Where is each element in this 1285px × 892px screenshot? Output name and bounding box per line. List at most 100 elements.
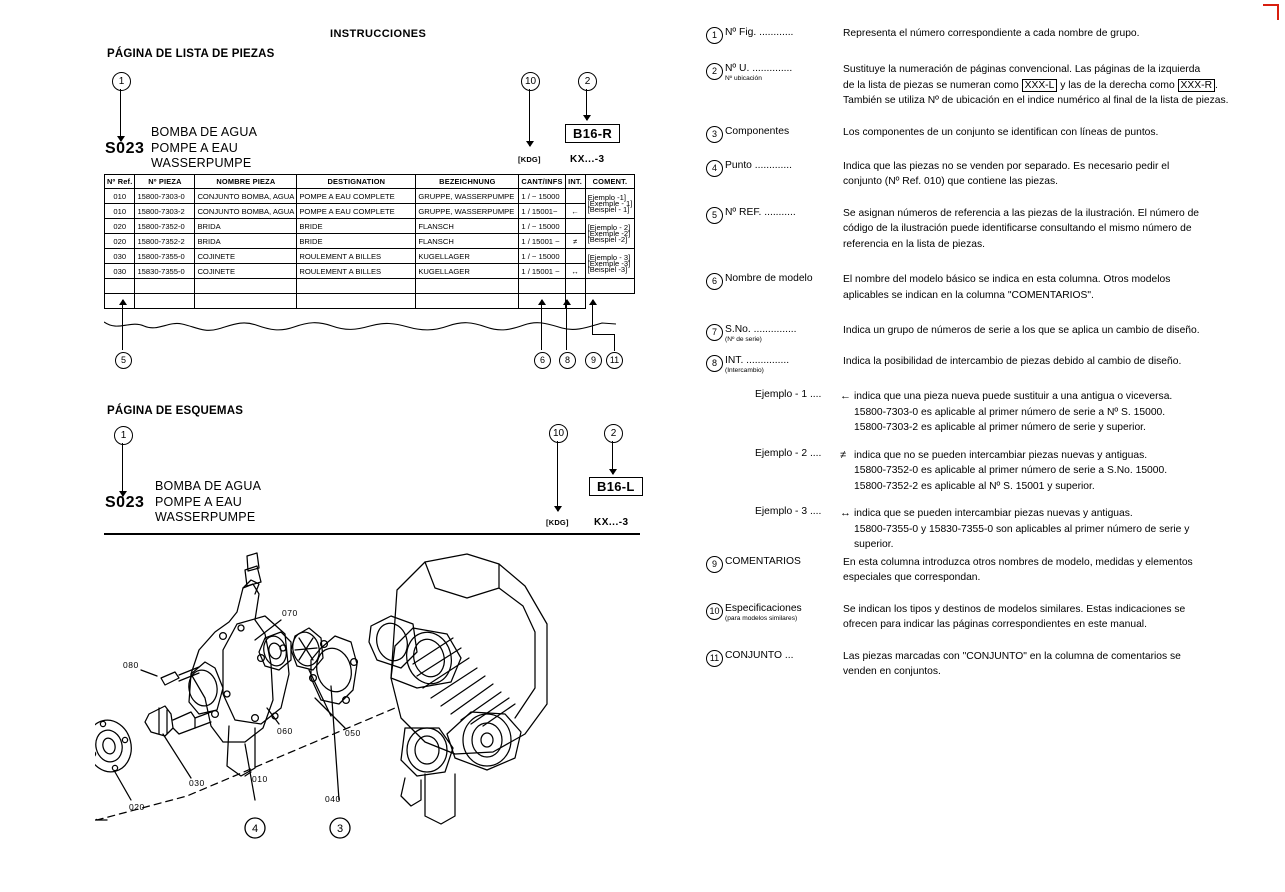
legend-line: venden en conjuntos. [843, 666, 941, 677]
callout-ref-no-leader [118, 299, 128, 350]
legend-line: El nombre del modelo básico se indica en… [843, 274, 1171, 285]
legend-example-line: ≠indica que no se pueden intercambiar pi… [840, 448, 1266, 464]
legend-term-sub: (para modelos similares) [725, 614, 798, 622]
legend-line: Los componentes de un conjunto se identi… [843, 126, 1159, 138]
diagram-marker-components: 3 [337, 823, 343, 835]
diagram-label-080: 080 [123, 660, 139, 670]
coment-line: [Exemple -3] [587, 258, 631, 268]
group-name-de: WASSERPUMPE [151, 156, 252, 170]
cell-ref: 030 [103, 263, 136, 279]
callout-model-name-leader [537, 299, 547, 350]
legend-term-sub: (Nº de serie) [725, 336, 762, 343]
legend-line: También se utiliza Nº de ubicación en el… [843, 95, 1229, 106]
cell-coment: [Ejemplo - 3][Exemple -3][Beispiel -3] [584, 248, 636, 279]
group-names: BOMBA DE AGUA POMPE A EAU WASSERPUMPE [151, 125, 257, 172]
cell-part-no: 15800-7352-2 [134, 233, 196, 249]
cell-name-fr [296, 293, 417, 309]
legend-line: En esta columna introduzca otros nombres… [843, 556, 1193, 568]
legend-example-term: Ejemplo - 3 .... [755, 506, 822, 517]
cell-int [564, 278, 586, 294]
legend-example-spacer [706, 389, 722, 436]
legend-number-badge: 3 [706, 125, 723, 143]
legend-description: Indica que las piezas no se venden por s… [843, 159, 1266, 190]
legend-number-badge: 5 [706, 206, 723, 224]
cell-name-es [194, 293, 298, 309]
diagram-spec-label: [KDG] [546, 518, 569, 527]
cell-ref [103, 278, 136, 294]
callout-comments-elbow [592, 334, 615, 336]
diagram-label-020: 020 [129, 802, 145, 812]
legend-example-description: ←indica que una pieza nueva puede sustit… [840, 389, 1266, 436]
cell-name-es: COJINETE [194, 263, 298, 279]
cell-int: ≠ [564, 233, 586, 249]
legend-number-cell: 7 [706, 323, 723, 344]
cell-name-de: FLANSCH [415, 233, 520, 249]
legend-description: Las piezas marcadas con "CONJUNTO" en la… [843, 649, 1266, 680]
cell-part-no [134, 278, 196, 294]
diagram-label-030: 030 [189, 778, 205, 788]
diagram-label-010: 010 [252, 774, 268, 784]
coment-line: [Exemple -2] [587, 228, 631, 238]
legend-description: Indica un grupo de números de serie a lo… [843, 323, 1266, 344]
group-name-es: BOMBA DE AGUA [151, 125, 258, 139]
legend-line: Indica que las piezas no se venden por s… [843, 160, 1170, 172]
legend-line: ofrecen para indicar las páginas corresp… [843, 619, 1147, 630]
legend-example-line: 15800-7355-0 y 15830-7355-0 son aplicabl… [854, 523, 1190, 535]
legend-example-description: ≠indica que no se pueden intercambiar pi… [840, 448, 1266, 495]
legend-example-line: ↔indica que se pueden intercambiar pieza… [840, 506, 1266, 522]
callout-fig-no-leader [116, 89, 126, 142]
legend-number-cell: 6 [706, 272, 723, 303]
legend-term-sub: Nº ubicación [725, 75, 762, 82]
legend-line: Indica un grupo de números de serie a lo… [843, 325, 1200, 336]
parts-table-header-2: NOMBRE PIEZA [194, 174, 298, 189]
cell-part-no: 15800-7303-2 [134, 203, 196, 219]
cell-name-es: BRIDA [194, 218, 298, 234]
legend-example-line: 15800-7352-0 es aplicable al primer núme… [854, 465, 1168, 476]
legend-description: El nombre del modelo básico se indica en… [843, 272, 1266, 303]
diagram-model-code: KX...-3 [594, 517, 629, 528]
diagram-section-heading: PÁGINA DE ESQUEMAS [107, 405, 244, 417]
diagram-label-050: 050 [345, 728, 361, 738]
legend-description: Se indican los tipos y destinos de model… [843, 602, 1266, 633]
cell-int: ↔ [564, 263, 586, 279]
location-box: B16-R [565, 124, 621, 143]
page-title: INSTRUCCIONES [330, 28, 427, 40]
legend-number-cell: 3 [706, 125, 723, 143]
parts-table-header-1: Nº PIEZA [134, 174, 196, 189]
legend-example-line: 15800-7303-0 es aplicable al primer núme… [854, 406, 1166, 418]
legend-example-spacer [706, 448, 722, 495]
cell-int [564, 248, 586, 264]
cell-ref: 020 [103, 218, 136, 234]
diagram-marker-point-circle [244, 817, 266, 839]
parts-table-header-5: CANT/INFS [518, 174, 566, 189]
parts-table-header-7: COMENT. [584, 174, 636, 189]
legend-term: COMENTARIOS [725, 555, 801, 567]
cell-qty: 1 / ~ 15000 [518, 188, 566, 204]
callout-spec: 10 [521, 72, 540, 91]
cell-name-fr [296, 278, 417, 294]
legend-term: CONJUNTO ... [725, 649, 794, 661]
cell-name-de: FLANSCH [415, 218, 520, 234]
legend-description: Indica la posibilidad de intercambio de … [843, 354, 1266, 375]
diagram-label-060: 060 [277, 726, 293, 736]
legend-example-spacer [706, 506, 722, 553]
diagram-marker-point: 4 [252, 823, 258, 835]
callout-location: 2 [578, 72, 597, 91]
cell-int: ← [564, 203, 586, 219]
cell-qty: 1 / ~ 15000 [518, 248, 566, 264]
model-code: KX...-3 [570, 154, 605, 165]
legend-number-badge: 4 [706, 159, 723, 177]
legend-line: Indica la posibilidad de intercambio de … [843, 356, 1182, 367]
diagram-divider-rule [104, 533, 640, 535]
exploded-assembly-diagram: 080 070 060 050 040 030 020 010 4 3 [95, 552, 548, 839]
